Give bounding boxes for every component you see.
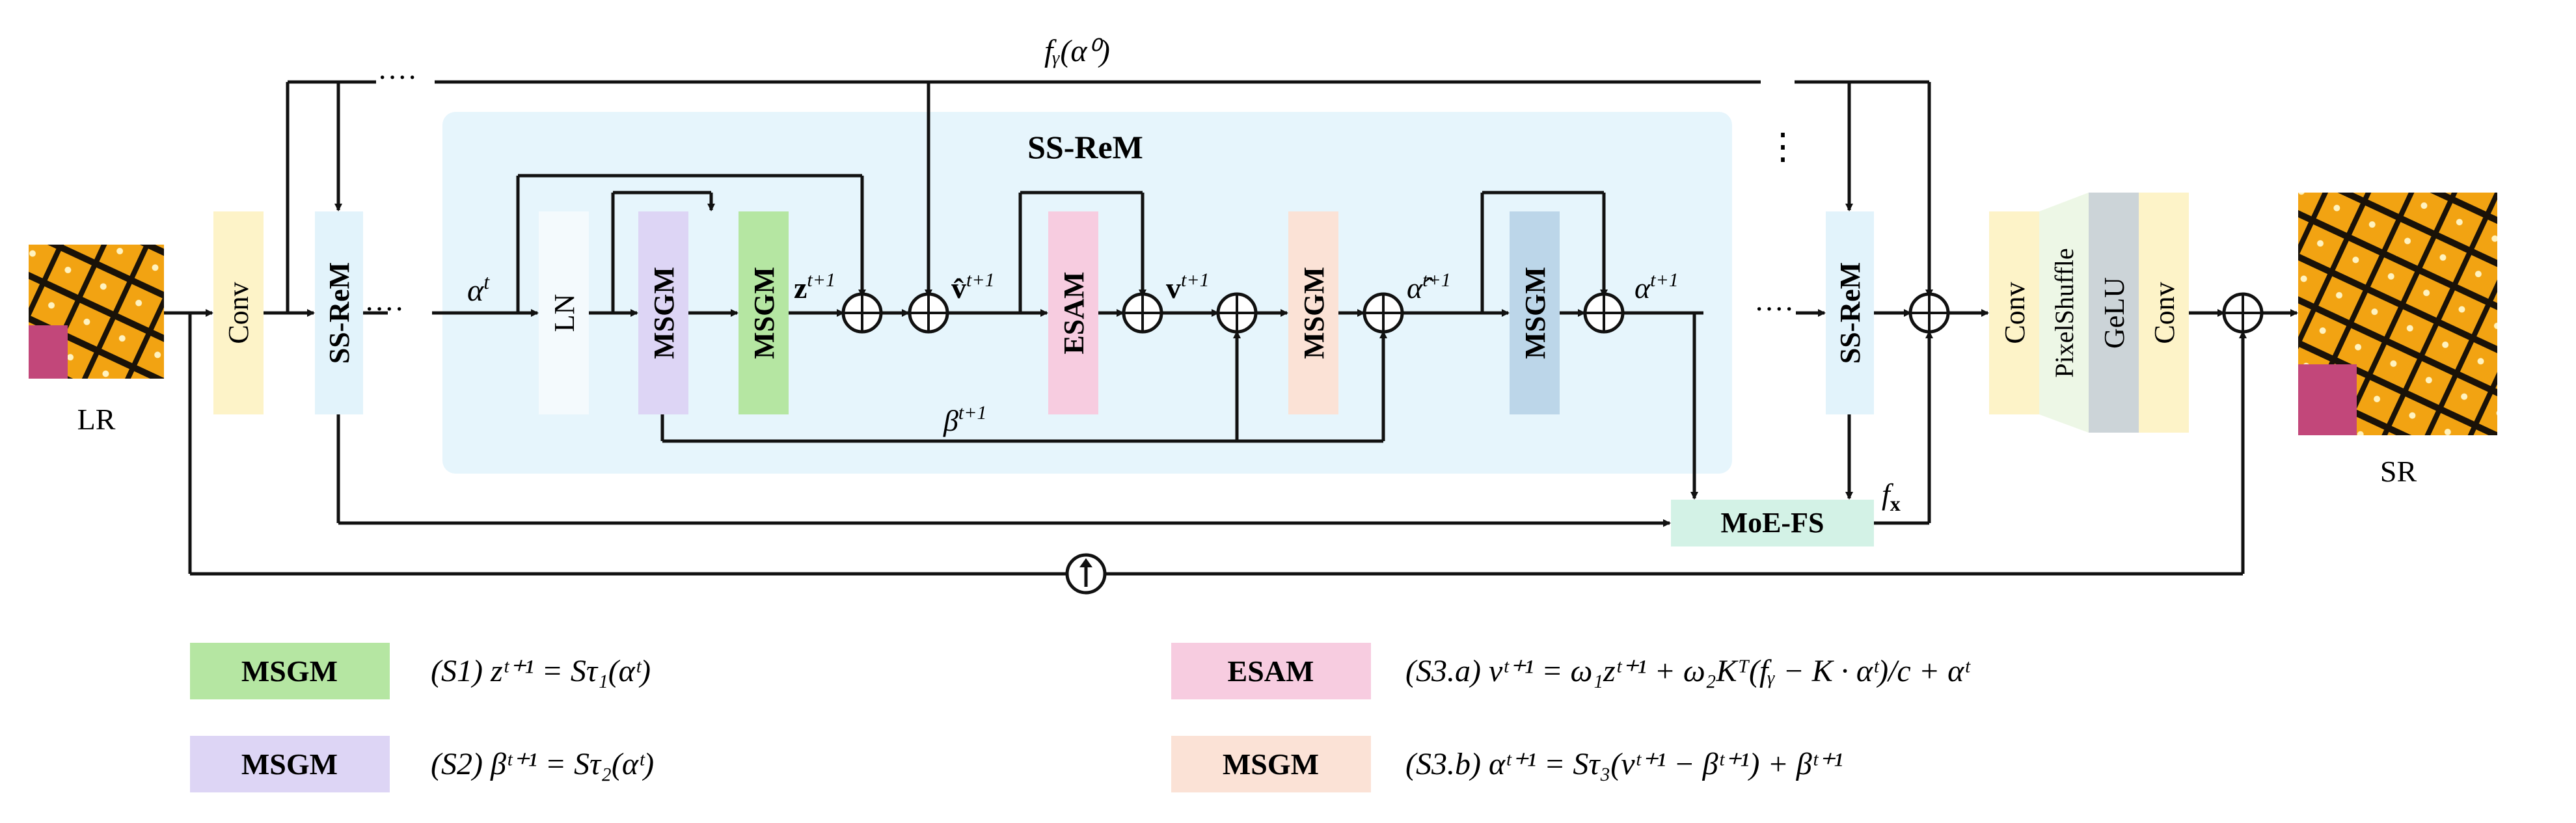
sr-label: SR (2380, 455, 2417, 488)
dots-mid-left: ···· (364, 292, 404, 325)
v-label: vt+1 (1166, 269, 1210, 304)
conv-block-1 (213, 211, 264, 414)
esam-label: ESAM (1058, 271, 1090, 354)
sr-image (2298, 193, 2497, 435)
pixelshuffle-block (2039, 193, 2089, 433)
legend-swatch-4 (1171, 736, 1371, 792)
gelu-label: GeLU (2098, 277, 2130, 349)
z-t1-label: zt+1 (794, 269, 835, 304)
legend-swatch-3 (1171, 643, 1371, 699)
conv-label-1: Conv (223, 282, 254, 344)
beta-label: βt+1 (943, 402, 987, 437)
lr-label: LR (77, 403, 116, 436)
ssrem-label-right: SS-ReM (1834, 262, 1866, 364)
gelu-block (2089, 193, 2139, 433)
msgm-block-peach (1288, 211, 1338, 414)
msgm-label-purple: MSGM (648, 267, 680, 359)
legend-swatch-1 (190, 643, 390, 699)
conv-block-3 (2139, 193, 2189, 433)
ln-label: LN (549, 294, 580, 332)
dots-top-left: ···· (377, 61, 417, 94)
conv-block-2 (1989, 211, 2039, 414)
ssrem-label-left: SS-ReM (323, 262, 355, 364)
legend-block-1: MSGM (241, 654, 338, 688)
legend-formula-4: (S3.b) αᵗ⁺¹ = Sτ₃(vᵗ⁺¹ − βᵗ⁺¹) + βᵗ⁺¹ (1405, 747, 1843, 781)
legend-formula-2: (S2) βᵗ⁺¹ = Sτ₂(αᵗ) (431, 747, 654, 781)
sum-crosses (843, 294, 2262, 332)
fy-alpha0-label: fᵧ(α⁰) (1044, 34, 1110, 68)
legend-block-4: MSGM (1223, 748, 1319, 781)
ssrem-block-right (1826, 211, 1874, 414)
msgm-label-peach: MSGM (1298, 267, 1330, 359)
fx-label: fx (1882, 478, 1901, 515)
lr-image (29, 245, 164, 379)
alpha-out-label: αt+1 (1634, 269, 1679, 304)
upsample-arrow-icon (1079, 558, 1092, 587)
msgm-block-purple (638, 211, 688, 414)
conv-label-2: Conv (1999, 282, 2031, 344)
esam-block (1048, 211, 1098, 414)
msgm-block-green (739, 211, 789, 414)
ssrem-block-left (315, 211, 363, 414)
legend-formula-3: (S3.a) vᵗ⁺¹ = ω₁zᵗ⁺¹ + ω₂Kᵀ(fᵧ − K · αᵗ)… (1405, 654, 1971, 688)
alpha-t-label: αt (467, 270, 490, 308)
legend-formula-1: (S1) zᵗ⁺¹ = Sτ₁(αᵗ) (431, 654, 651, 688)
ssrem-region-title: SS-ReM (1027, 129, 1143, 165)
moefs-label: MoE-FS (1721, 507, 1824, 539)
connections (164, 80, 2298, 576)
conv-label-3: Conv (2149, 282, 2180, 344)
msgm-label-blue: MSGM (1519, 267, 1551, 359)
dots-mid-right: ···· (1754, 292, 1794, 325)
legend-block-3: ESAM (1228, 654, 1314, 688)
v-hat-label: v̂t+1 (951, 269, 995, 304)
dots-vertical: ⋮ (1765, 127, 1801, 167)
msgm-label-green: MSGM (748, 267, 780, 359)
legend: MSGM (S1) zᵗ⁺¹ = Sτ₁(αᵗ) MSGM (S2) βᵗ⁺¹ … (190, 643, 1971, 792)
msgm-block-blue (1510, 211, 1560, 414)
pixelshuffle-label: PixelShuffle (2050, 248, 2079, 377)
legend-swatch-2 (190, 736, 390, 792)
moefs-block (1671, 500, 1874, 546)
ln-block (539, 211, 589, 414)
legend-block-2: MSGM (241, 748, 338, 781)
